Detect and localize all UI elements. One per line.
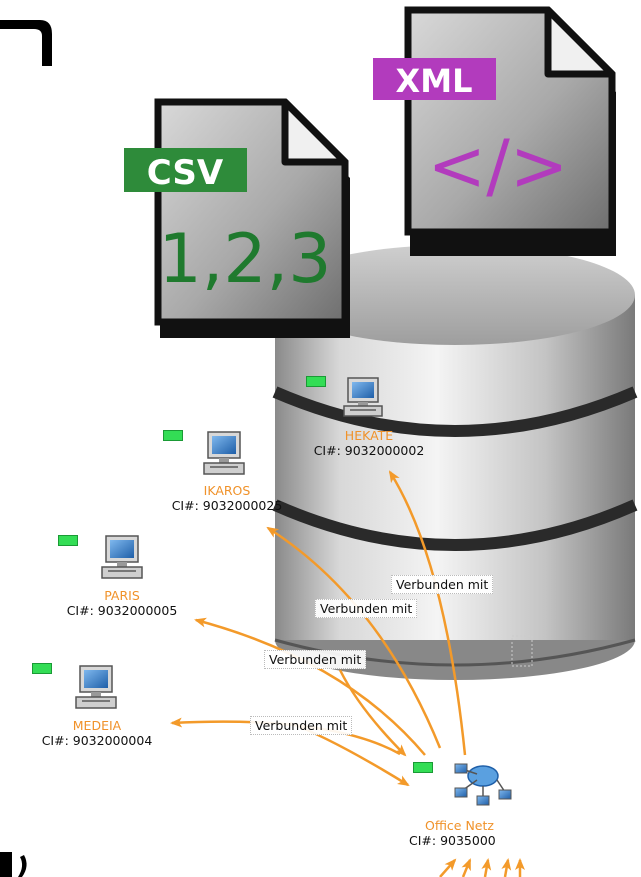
xml-file-icon: XML </>	[373, 6, 616, 256]
node-name: IKAROS	[203, 483, 251, 498]
node-name: HEKATE	[344, 428, 394, 443]
csv-tag-label: CSV	[147, 153, 224, 193]
edge-label: Verbunden mit	[315, 599, 418, 618]
cropped-bottom-fragment	[0, 852, 27, 877]
node-paris[interactable]: PARIS CI#: 9032000005	[27, 588, 217, 619]
xml-content-symbol: </>	[428, 125, 569, 207]
node-office-netz[interactable]: Office Netz CI#: 9035000	[397, 818, 527, 849]
computer-icon	[101, 535, 143, 579]
computer-icon	[343, 377, 383, 417]
xml-tag-label: XML	[396, 62, 473, 100]
edge-label: Verbunden mit	[391, 575, 494, 594]
edge-office-paris	[194, 617, 426, 756]
edge-stub-1	[439, 858, 457, 877]
node-ci-number: CI#: 9032000025	[171, 498, 283, 513]
csv-content-numbers: 1,2,3	[158, 220, 331, 299]
csv-file-icon: CSV 1,2,3	[124, 98, 350, 338]
edge-label: Verbunden mit	[250, 716, 353, 735]
node-ci-number: CI#: 9032000005	[66, 603, 178, 618]
edge-stub-4	[501, 858, 512, 877]
status-indicator	[58, 535, 78, 546]
node-hekate[interactable]: HEKATE CI#: 9032000002	[274, 428, 464, 459]
cropped-title-fragment	[0, 20, 52, 66]
edge-office-ikaros	[266, 526, 442, 749]
edge-label: Verbunden mit	[264, 650, 367, 669]
network-icon	[454, 763, 512, 806]
node-medeia[interactable]: MEDEIA CI#: 9032000004	[2, 718, 192, 749]
status-indicator	[32, 663, 52, 674]
node-ci-number: CI#: 9032000002	[313, 443, 425, 458]
computer-icon	[75, 665, 117, 709]
status-indicator	[163, 430, 183, 441]
edge-paris-office	[338, 669, 407, 757]
hidden-label-box	[511, 635, 533, 667]
edge-stub-2	[461, 858, 472, 877]
edge-stub-3	[481, 858, 492, 877]
node-name: Office Netz	[425, 818, 494, 833]
computer-icon	[203, 431, 245, 475]
status-indicator	[413, 762, 433, 773]
node-ci-number: CI#: 9032000004	[41, 733, 153, 748]
node-name: MEDEIA	[72, 718, 122, 733]
node-ikaros[interactable]: IKAROS CI#: 9032000025	[132, 483, 322, 514]
node-ci-number: CI#: 9035000	[409, 833, 496, 848]
node-name: PARIS	[104, 588, 140, 603]
status-indicator	[306, 376, 326, 387]
